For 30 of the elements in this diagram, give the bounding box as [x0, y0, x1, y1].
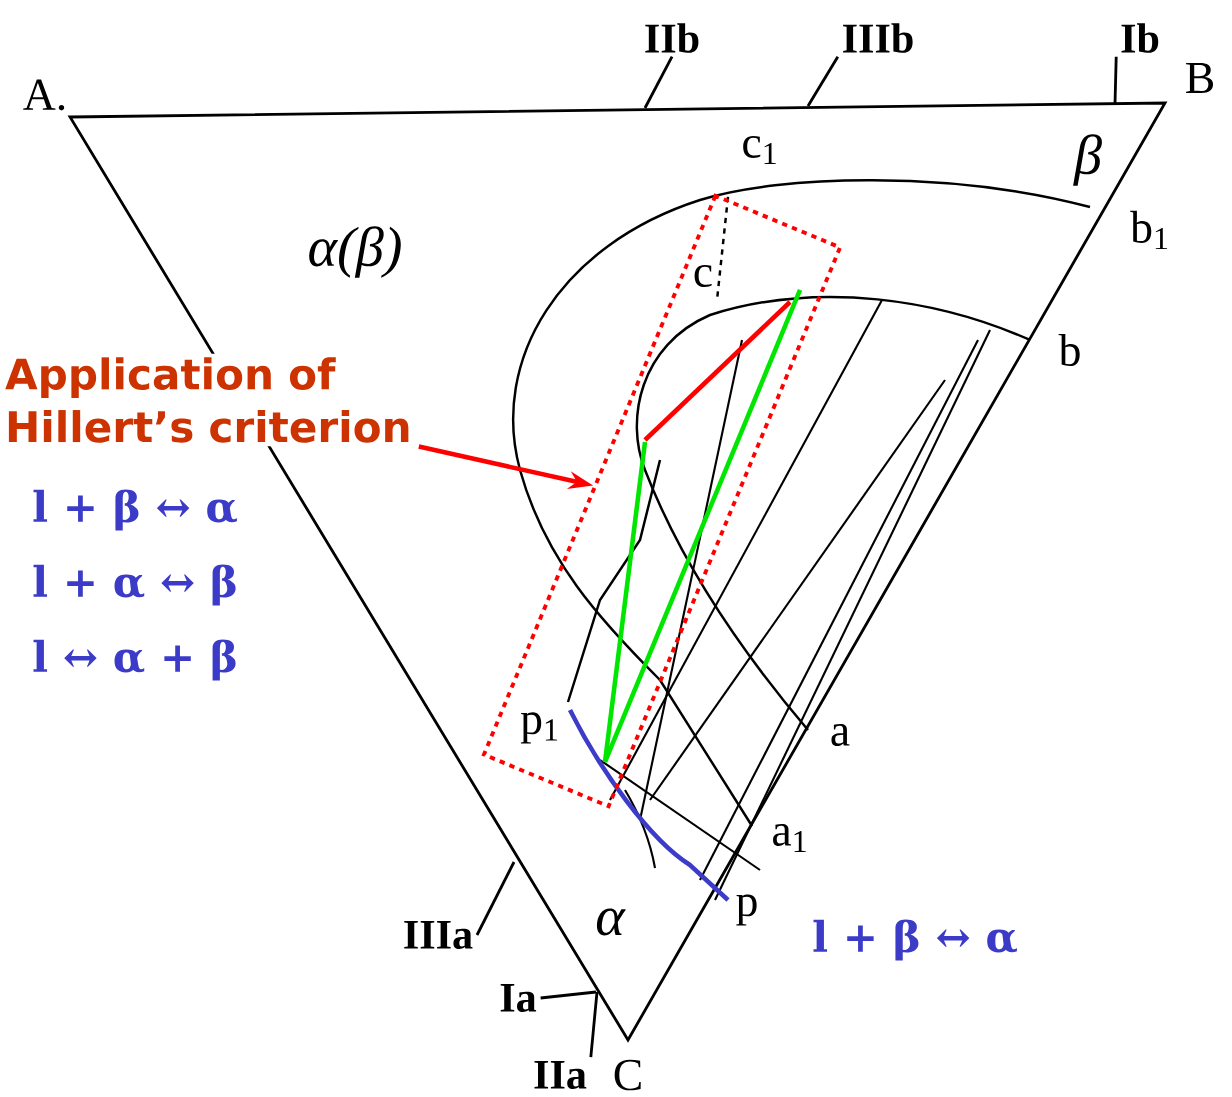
axis-label: Ib [1121, 23, 1159, 53]
reaction-label: l + β ↔ α [813, 919, 1017, 961]
callout-text: Application of Hillert’s criterion [1, 353, 419, 447]
leader-line [540, 990, 597, 1000]
point-label: p$_{1}$ [520, 712, 558, 744]
leader-line [589, 991, 599, 1058]
reaction-label: l + α ↔ β [33, 564, 236, 606]
reaction-label: l ↔ α + β [33, 639, 236, 681]
vertex-label: C [614, 1059, 641, 1091]
axis-label: IIIa [404, 921, 473, 949]
phase-label: α [596, 908, 626, 936]
point-label: b [1058, 333, 1080, 367]
phase-label: α(β) [309, 226, 401, 278]
reaction-label: l + β ↔ α [33, 489, 237, 531]
point-label: a [831, 724, 850, 746]
leader-line [806, 55, 839, 107]
leader-line [1113, 56, 1118, 105]
phase-label: β [1073, 134, 1102, 186]
point-label: p [736, 894, 757, 926]
point-label: c$_{1}$ [743, 135, 776, 165]
leader-line [643, 56, 674, 109]
point-label: b$_{1}$ [1130, 210, 1168, 250]
axis-label: Ia [500, 984, 537, 1012]
axis-label: IIIb [843, 23, 913, 53]
vertex-label: B [1186, 62, 1213, 93]
leader-line [475, 861, 516, 936]
axis-label: IIa [534, 1061, 587, 1089]
vertex-label: A. [23, 79, 65, 111]
point-label: c [694, 265, 712, 287]
axis-label: IIb [645, 23, 699, 53]
